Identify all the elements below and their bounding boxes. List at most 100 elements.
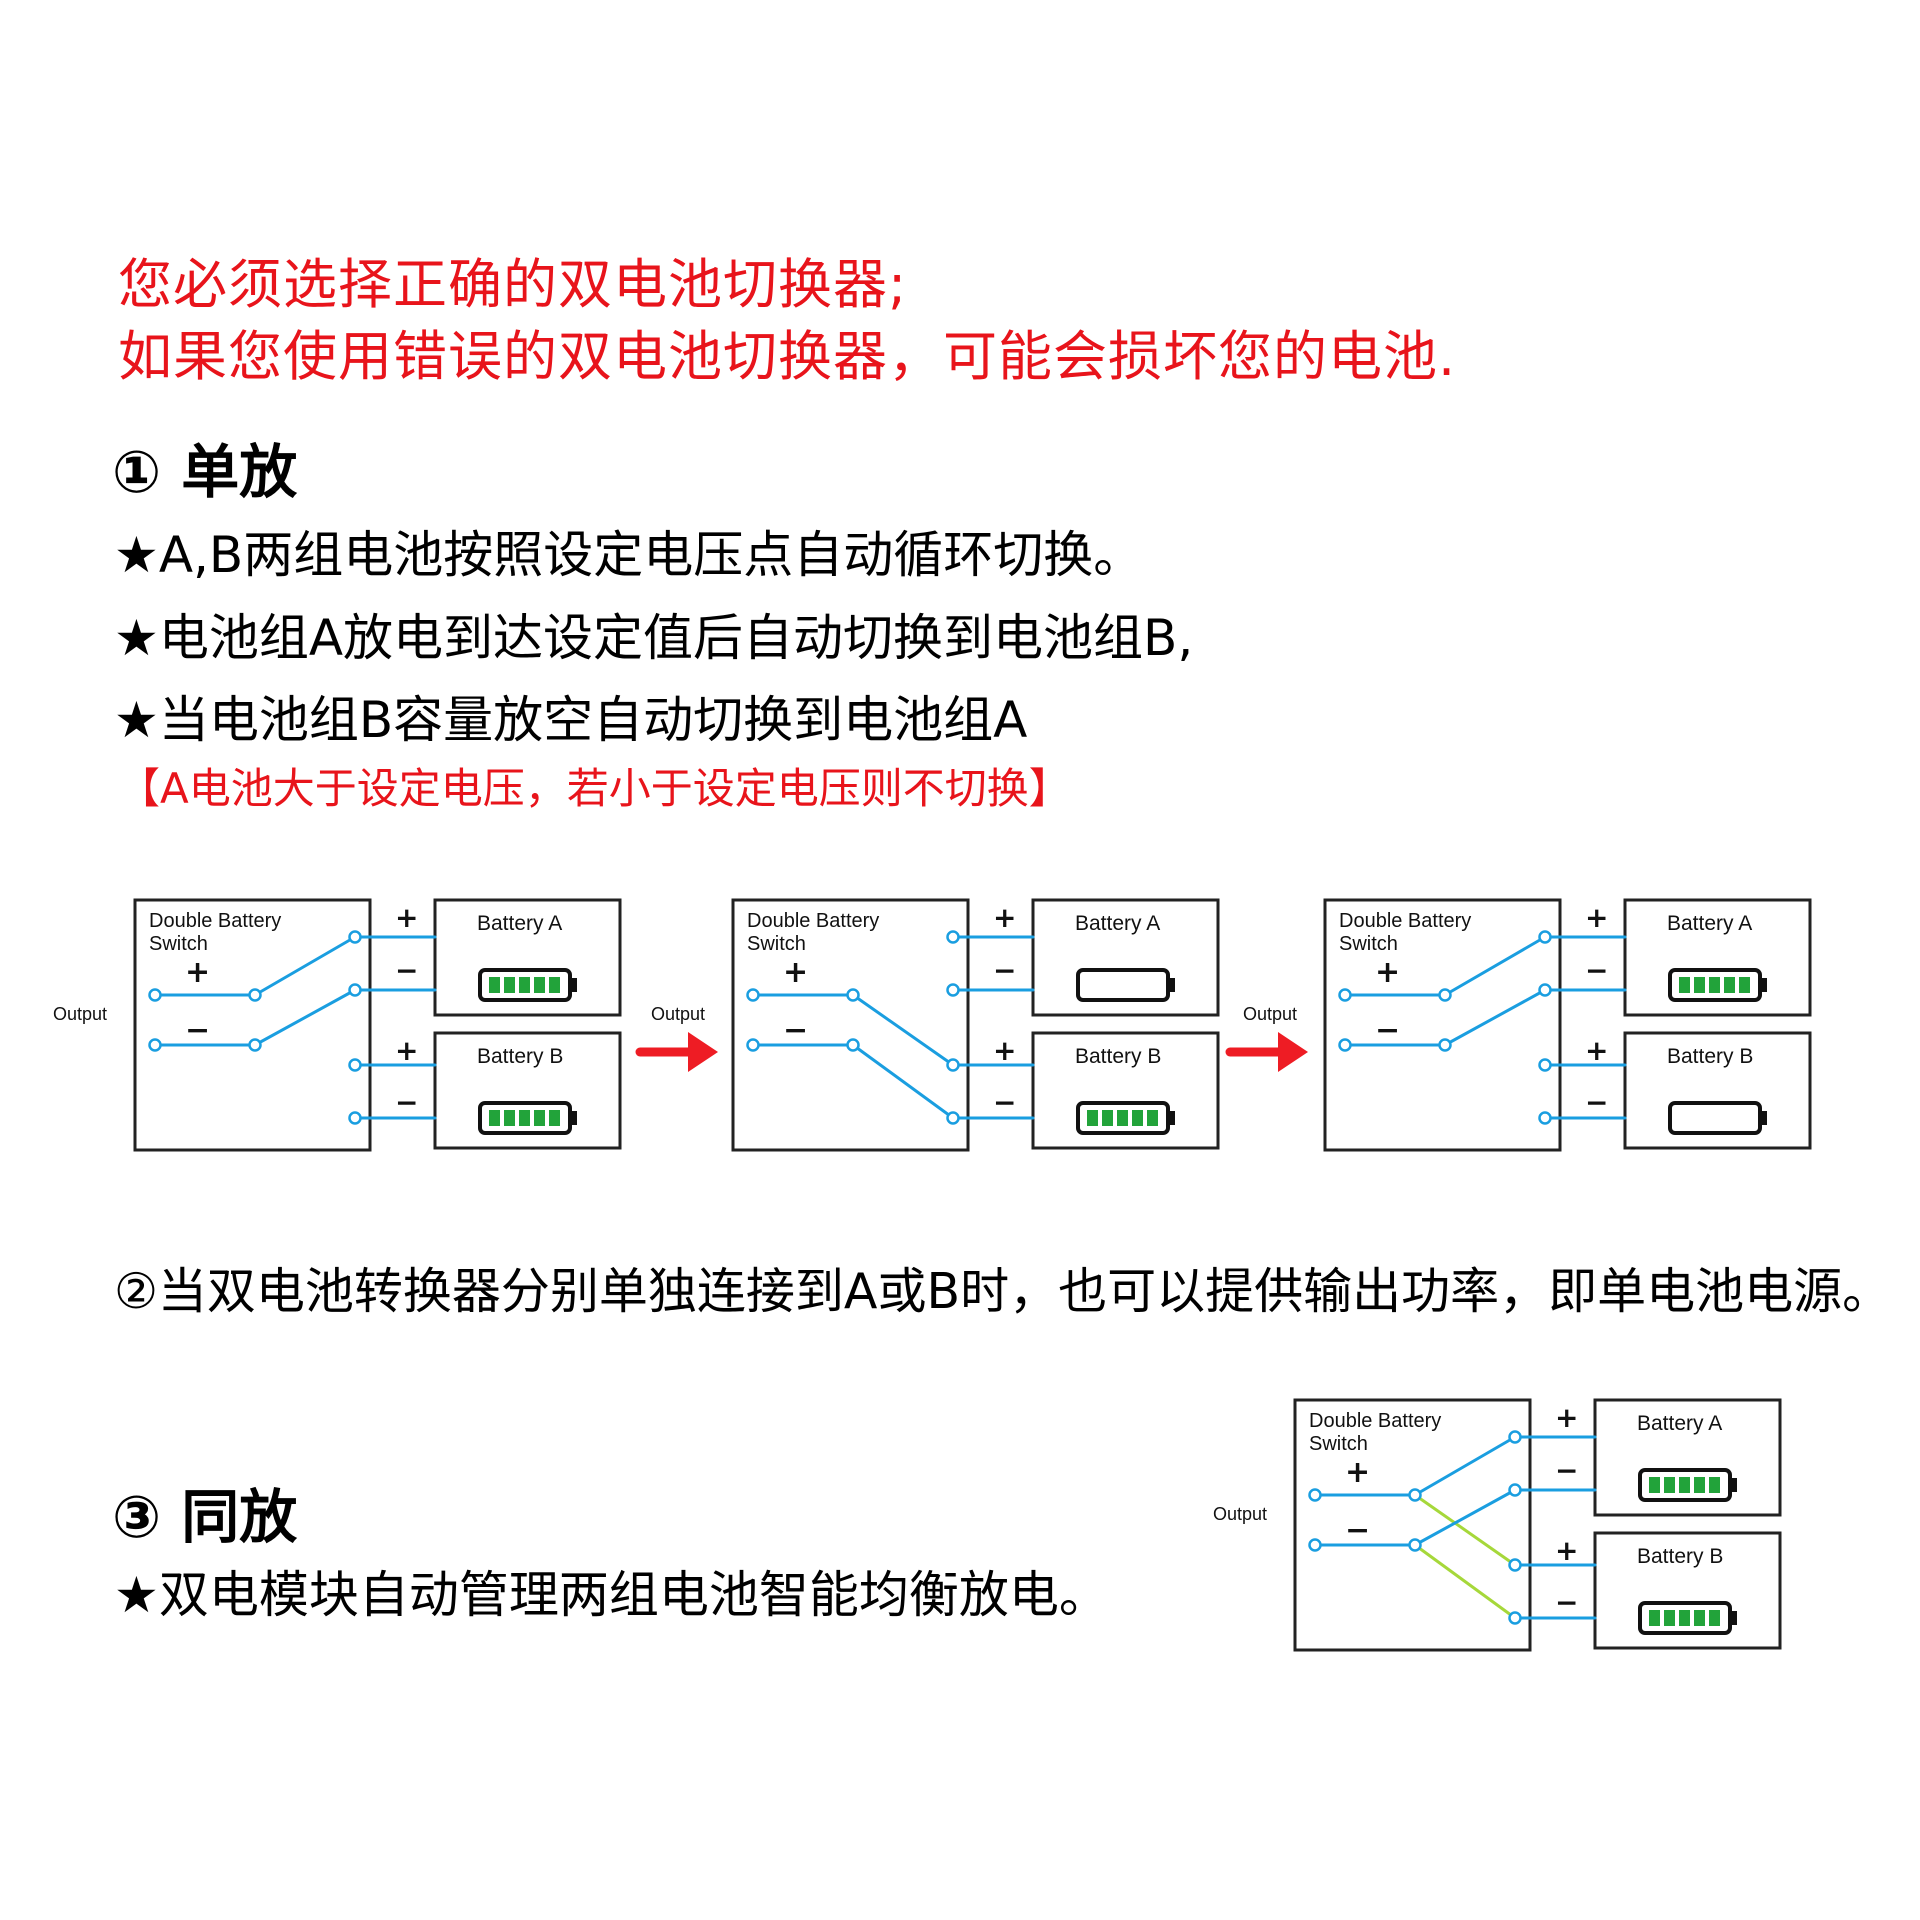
diagram-4-terminal-node-2: [1508, 1558, 1522, 1572]
diagram-1-a-minus: −: [395, 954, 418, 987]
diagram-1-terminal-node-1: [348, 983, 362, 997]
diagram-3-terminal-node-1: [1538, 983, 1552, 997]
diagram-4-battery-a-label: Battery A: [1637, 1412, 1722, 1435]
diagram-4-battery-a-box: [1593, 1398, 1782, 1517]
diagram-2-battery-a-icon-body: [1076, 968, 1170, 1002]
diagram-4-output-label: Output: [1213, 1504, 1267, 1524]
diagram-3-b-minus: −: [1585, 1086, 1608, 1119]
diagram-2-switch-label-1: Double Battery: [747, 910, 879, 932]
diagram-2-battery-b-label: Battery B: [1075, 1045, 1161, 1068]
diagram-3-battery-a-box: [1623, 898, 1812, 1017]
diagram-3-a-minus: −: [1585, 954, 1608, 987]
diagram-4-battery-a-icon-cell: [1649, 1477, 1660, 1493]
diagram-1-plus-pivot-node: [248, 988, 262, 1002]
diagram-2-terminal-node-3: [946, 1111, 960, 1125]
diagram-1-terminal-node-3: [348, 1111, 362, 1125]
diagram-3-output-plus-node: [1338, 988, 1352, 1002]
diagram-1-battery-a-icon-cell: [489, 977, 500, 993]
diagram-2-minus-arm-to-b: [851, 1043, 955, 1120]
diagram-3-battery-a-icon-cell: [1724, 977, 1735, 993]
diagram-2-battery-b-icon-cell: [1087, 1110, 1098, 1126]
diagram-1-battery-b-label: Battery B: [477, 1045, 563, 1068]
diagram-2-battery-b-icon-cell: [1147, 1110, 1158, 1126]
diagram-2-output-label: Output: [651, 1004, 705, 1024]
diagram-4-battery-b-icon-cell: [1709, 1610, 1720, 1626]
diagram-4-battery-b-icon-cell: [1694, 1610, 1705, 1626]
diagram-1-battery-a-icon-terminal: [570, 978, 577, 992]
diagram-4-switch-plus: +: [1345, 1455, 1370, 1490]
diagram-3-minus-pivot-node: [1438, 1038, 1452, 1052]
diagram-4-terminal-node-1: [1508, 1483, 1522, 1497]
diagram-1-battery-a-icon-body: [478, 968, 572, 1002]
section1-bullet-2: ★电池组A放电到达设定值后自动切换到电池组B,: [114, 609, 1194, 667]
diagram-1-battery-b-box: [433, 1031, 622, 1150]
diagram-2-battery-b-icon-cell: [1102, 1110, 1113, 1126]
diagram-1-output-label: Output: [53, 1004, 107, 1024]
diagram-3-switch-plus: +: [1375, 955, 1400, 990]
diagram-4-terminal-node-3: [1508, 1611, 1522, 1625]
diagram-3-minus-arm-to-a: [1443, 988, 1547, 1047]
diagram-2-battery-a-label: Battery A: [1075, 912, 1160, 935]
arrow-2-head: [1278, 1032, 1308, 1072]
diagram-2-a-minus: −: [993, 954, 1016, 987]
diagram-2-switch-box: [731, 898, 970, 1152]
diagram-4-battery-b-icon-cell: [1649, 1610, 1660, 1626]
diagram-4-battery-a-icon-cell: [1679, 1477, 1690, 1493]
diagram-1-plus-arm-to-a: [253, 935, 357, 997]
diagram-2-terminal-node-2: [946, 1058, 960, 1072]
diagram-2-output-minus-node: [746, 1038, 760, 1052]
diagram-4-battery-b-icon-terminal: [1730, 1611, 1737, 1625]
diagram-1-b-plus: +: [395, 1034, 418, 1067]
section3-bullet: ★双电模块自动管理两组电池智能均衡放电。: [114, 1566, 1109, 1624]
diagram-1-b-minus: −: [395, 1086, 418, 1119]
diagram-2-minus-pivot-node: [846, 1038, 860, 1052]
diagram-4-b-plus: +: [1555, 1534, 1578, 1567]
diagram-1-battery-b-icon-cell: [519, 1110, 530, 1126]
diagram-4-switch-label-1: Double Battery: [1309, 1410, 1441, 1432]
diagram-4-switch-box: [1293, 1398, 1532, 1652]
diagram-2-battery-a-box: [1031, 898, 1220, 1017]
diagram-4-minus-arm-to-a: [1413, 1488, 1517, 1547]
diagram-2-plus-pivot-node: [846, 988, 860, 1002]
diagram-2-battery-b-icon-cell: [1117, 1110, 1128, 1126]
diagram-3-switch-label-2: Switch: [1339, 933, 1398, 955]
diagram-2-battery-b-icon-cell: [1132, 1110, 1143, 1126]
diagram-3-battery-a-icon-terminal: [1760, 978, 1767, 992]
diagram-1-output-minus-node: [148, 1038, 162, 1052]
diagram-2-terminal-node-1: [946, 983, 960, 997]
diagram-4-minus-arm-to-b: [1413, 1543, 1517, 1620]
diagram-4-a-plus: +: [1555, 1401, 1578, 1434]
diagram-4-plus-arm-to-a: [1413, 1435, 1517, 1497]
diagram-3-battery-b-icon-terminal: [1760, 1111, 1767, 1125]
diagram-2-battery-b-icon-body: [1076, 1101, 1170, 1135]
diagram-1-battery-a-label: Battery A: [477, 912, 562, 935]
section1-note: 【A电池大于设定电压，若小于设定电压则不切换】: [118, 764, 1071, 813]
diagram-1-minus-pivot-node: [248, 1038, 262, 1052]
diagram-3-battery-a-label: Battery A: [1667, 912, 1752, 935]
diagram-1-battery-b-icon-terminal: [570, 1111, 577, 1125]
diagram-1-battery-a-icon-cell: [519, 977, 530, 993]
diagram-4-battery-b-box: [1593, 1531, 1782, 1650]
diagram-4-battery-a-icon-body: [1638, 1468, 1732, 1502]
diagram-2-output-plus-node: [746, 988, 760, 1002]
diagram-3-switch-label-1: Double Battery: [1339, 910, 1471, 932]
diagram-1-battery-a-box: [433, 898, 622, 1017]
diagram-3-plus-pivot-node: [1438, 988, 1452, 1002]
diagram-3-switch-minus: −: [1375, 1013, 1400, 1048]
diagram-3-battery-a-icon-body: [1668, 968, 1762, 1002]
diagram-4-plus-pivot-node: [1408, 1488, 1422, 1502]
diagram-1-battery-a-icon-cell: [534, 977, 545, 993]
diagram-3-battery-a-icon-cell: [1739, 977, 1750, 993]
diagram-1-battery-a-icon-cell: [549, 977, 560, 993]
diagram-3-battery-a-icon-cell: [1679, 977, 1690, 993]
diagram-4-battery-a-icon-cell: [1694, 1477, 1705, 1493]
diagram-3-a-plus: +: [1585, 901, 1608, 934]
diagram-1-switch-plus: +: [185, 955, 210, 990]
diagram-3-plus-arm-to-a: [1443, 935, 1547, 997]
diagram-1-switch-box: [133, 898, 372, 1152]
diagram-3-battery-b-label: Battery B: [1667, 1045, 1753, 1068]
diagram-2-a-plus: +: [993, 901, 1016, 934]
diagram-4-battery-b-icon-body: [1638, 1601, 1732, 1635]
diagram-4-a-minus: −: [1555, 1454, 1578, 1487]
diagram-2-switch-minus: −: [783, 1013, 808, 1048]
